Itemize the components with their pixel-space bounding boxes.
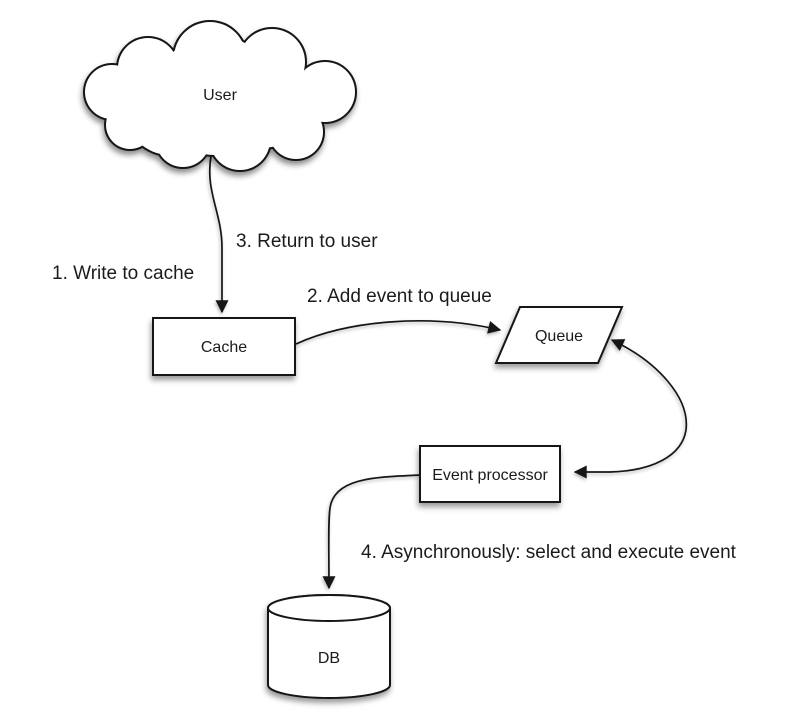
db-node-label: DB <box>318 650 340 667</box>
edge-user-to-cache <box>208 155 229 314</box>
db-node: DB <box>267 594 391 699</box>
event-processor-node: Event processor <box>419 445 561 503</box>
cache-node: Cache <box>152 317 296 376</box>
step3-label: 3. Return to user <box>236 231 378 252</box>
user-node-label: User <box>203 87 237 104</box>
event-processor-node-label: Event processor <box>432 467 548 484</box>
edge-event-processor-to-db <box>322 474 421 590</box>
queue-node: Queue <box>494 306 624 364</box>
edge-queue-event-processor-bidirectional <box>573 339 688 479</box>
step4-label: 4. Asynchronously: select and execute ev… <box>361 542 737 563</box>
step1-label: 1. Write to cache <box>52 263 194 284</box>
cache-node-label: Cache <box>201 339 247 356</box>
queue-node-label: Queue <box>535 328 583 345</box>
edge-cache-to-queue <box>295 320 502 345</box>
step2-label: 2. Add event to queue <box>307 286 492 307</box>
user-node: User <box>83 20 357 172</box>
cloud-fill <box>85 22 355 170</box>
